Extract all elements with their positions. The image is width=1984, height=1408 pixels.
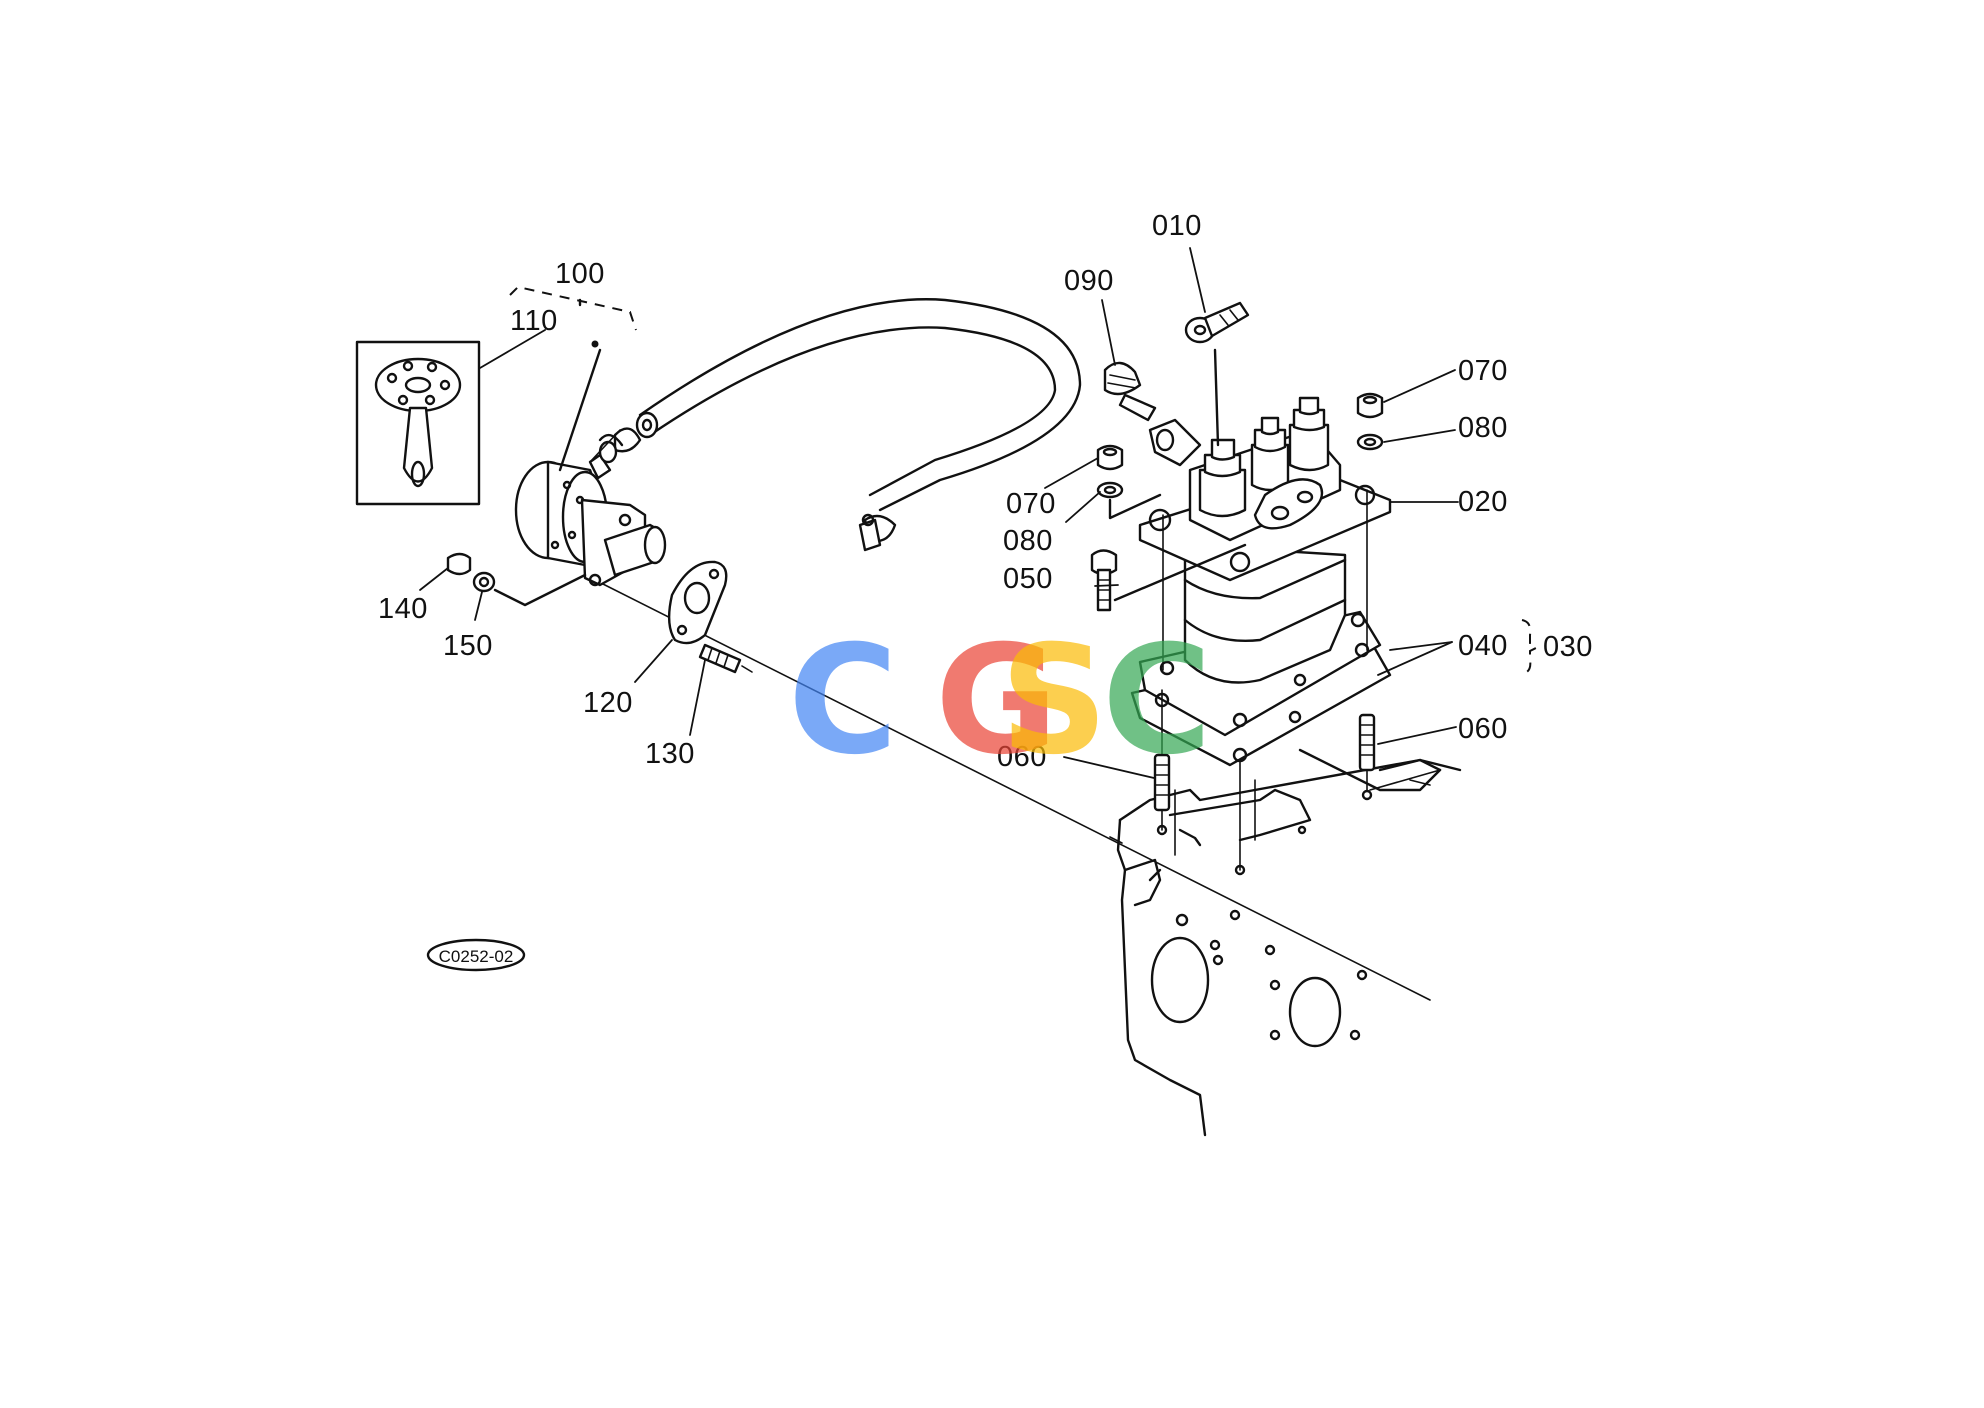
center-line bbox=[594, 579, 1431, 1001]
label-070-right: 070 bbox=[1458, 355, 1508, 387]
watermark-letter-2: G bbox=[935, 614, 1058, 788]
stud-060-right bbox=[1358, 713, 1376, 801]
label-030: 030 bbox=[1543, 631, 1593, 663]
label-080-left: 080 bbox=[1003, 525, 1053, 557]
label-080-right: 080 bbox=[1458, 412, 1508, 444]
nut-140 bbox=[446, 552, 472, 576]
label-130: 130 bbox=[645, 738, 695, 770]
watermark-letter-4: C bbox=[1102, 614, 1212, 788]
eye-joint-010 bbox=[1184, 301, 1250, 344]
reference-code-text: C0252-02 bbox=[439, 947, 514, 966]
gasket-120 bbox=[667, 560, 728, 645]
label-060-left: 060 bbox=[997, 741, 1047, 773]
stud-060-left bbox=[1153, 753, 1171, 836]
leader-lines bbox=[419, 247, 1459, 779]
label-060-right: 060 bbox=[1458, 713, 1508, 745]
engine-block bbox=[1116, 758, 1462, 1137]
reference-code: C0252-02 bbox=[426, 938, 526, 972]
stud-130 bbox=[698, 643, 753, 674]
label-120: 120 bbox=[583, 687, 633, 719]
washer-150 bbox=[472, 571, 496, 593]
label-110: 110 bbox=[510, 305, 558, 337]
washer-080-right bbox=[1356, 433, 1384, 451]
bracket-030 bbox=[1521, 619, 1539, 675]
watermark: C G S C bbox=[788, 614, 1212, 788]
label-050: 050 bbox=[1003, 563, 1053, 595]
inset-box-110 bbox=[355, 340, 481, 506]
injection-pump bbox=[1130, 396, 1392, 767]
part-labels: 010 090 070 080 020 070 080 050 040 030 … bbox=[378, 210, 1593, 773]
bracket-100 bbox=[509, 285, 637, 331]
fuel-hose bbox=[598, 298, 1082, 552]
bolt-050 bbox=[1090, 549, 1118, 612]
watermark-letter-1: C bbox=[788, 614, 898, 788]
feed-pump bbox=[514, 440, 667, 587]
label-040: 040 bbox=[1458, 630, 1508, 662]
fitting-connector bbox=[1148, 418, 1202, 467]
label-020: 020 bbox=[1458, 486, 1508, 518]
label-010: 010 bbox=[1152, 210, 1202, 242]
watermark-letter-3: S bbox=[1000, 614, 1108, 788]
label-070-left: 070 bbox=[1006, 488, 1056, 520]
label-140: 140 bbox=[378, 593, 428, 625]
label-090: 090 bbox=[1064, 265, 1114, 297]
washer-080-left bbox=[1096, 481, 1124, 499]
center-line-2 bbox=[1109, 836, 1123, 844]
nut-070-right bbox=[1356, 392, 1384, 419]
nut-070-left bbox=[1096, 444, 1124, 471]
bolt-090 bbox=[1103, 361, 1157, 422]
label-100: 100 bbox=[555, 258, 605, 290]
label-150: 150 bbox=[443, 630, 493, 662]
